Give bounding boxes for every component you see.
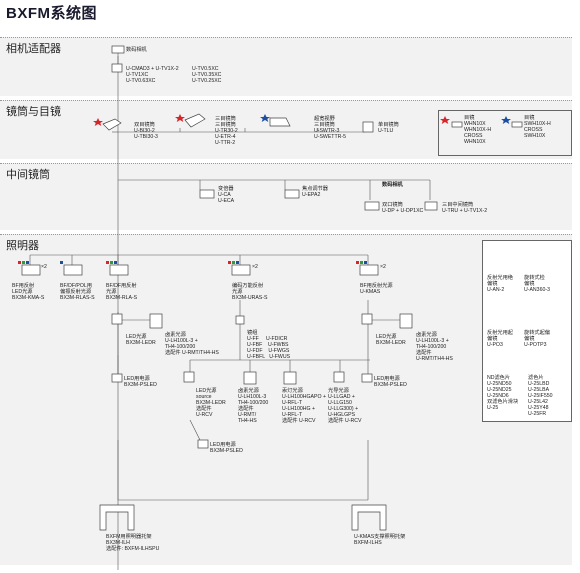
digital-camera-label: 数码相机 xyxy=(126,47,147,53)
holder-left-label: BXFM用照明器托架 BX3M-ILH 选配件: BXFM-ILHSPU xyxy=(106,534,160,552)
halogen-left-label: 卤素光源 U-LH100L-3 + TH4-100/200 选配件 U-RMT/… xyxy=(165,332,219,356)
trinocular-tube-label: 三目镜筒 三目镜筒 U-TR30-2 U-ETR-4 U-TTR-2 xyxy=(215,116,238,146)
bf-km-label: BF用反射光源 U-KMAS xyxy=(360,283,393,295)
reflect-analyzer-label: 反射光用绝 偏镜 U-AN-2 xyxy=(487,275,513,293)
universal-reflect-label: 编码万能反射 光源 BX3M-URAS-S xyxy=(232,283,268,301)
single-tube-label: 单目镜筒 U-TLU xyxy=(378,122,399,134)
bf-df-pol-label: BF/DF/POL用 偏振反射光源 BX3M-RLAS-S xyxy=(60,283,95,301)
bf-reflect-led-label: BF用反射 LED光源 BX3M-KMA-S xyxy=(12,283,45,301)
bf-df-label: BF/DF用反射 光源 BX3M-RLA-S xyxy=(106,283,138,301)
camera-adapter-list-2: U-TV0.5XC U-TV0.35XC U-TV0.25XC xyxy=(192,66,222,84)
intermediate-digital-camera-label: 数码相机 xyxy=(382,182,403,188)
eyepiece-label-1: 目镜 WHN10X WHN10X-H CROSS WHN10X xyxy=(464,115,492,145)
dual-port-tube-label: 双口镜筒 U-DP + U-DP1XC xyxy=(382,202,424,214)
intermediate-tube-title: 中间镜筒 xyxy=(6,169,50,181)
filter-legend xyxy=(482,240,572,422)
camera-adapter-list-1: U-CMAD3 + U-TV1X-2 U-TV1XC U-TV0.63XC xyxy=(126,66,179,84)
tube-eyepiece-band xyxy=(0,100,572,159)
eyepiece-box xyxy=(438,110,572,156)
led-left-label: LED光源 BX3M-LEDR xyxy=(126,334,156,346)
filter-cubes-label: 镜组 U-FF U-FDICR U-FBF U-FWBS U-FDF U-FWG… xyxy=(247,330,291,360)
x2-badge-1: ×2 xyxy=(41,264,47,270)
camera-adapter-band xyxy=(0,37,572,96)
fiber-light-label: 光导光源 U-LLGAD + U-LLG150 U-LLG300) + U-HG… xyxy=(328,388,362,424)
wide-trinocular-tube-label: 超宽视野 三目镜筒 U-SWTR-3 U-SWETTR-5 xyxy=(314,116,346,140)
psled-mid-label: LED用电源 BX3M-PSLED xyxy=(210,442,243,454)
magnifier-label: 变倍器 U-CA U-ECA xyxy=(218,186,235,204)
camera-adapter-title: 相机适配器 xyxy=(6,43,61,55)
x2-badge-3: ×2 xyxy=(380,264,386,270)
led-right-label: LED光源 BX3M-LEDR xyxy=(376,334,406,346)
illuminator-band xyxy=(0,234,572,565)
eyepiece-label-2: 目镜 SWH10X-H CROSS SWH10X xyxy=(524,115,551,139)
reflect-polarizer-label: 反射光用起 偏镜 U-PO3 xyxy=(487,330,513,348)
binocular-tube-label: 双目镜筒 U-BI30-2 U-TBI30-3 xyxy=(134,122,158,140)
halogen-right-label: 卤素光源 U-LH100L-3 + TH4-100/200 选配件 U-RMT/… xyxy=(416,332,453,362)
page-title: BXFM系统图 xyxy=(6,5,97,22)
illuminator-title: 照明器 xyxy=(6,240,39,252)
triple-intermediate-tube-label: 三目中间镜筒 U-TRU + U-TV1X-2 xyxy=(442,202,488,214)
psled-left-label: LED用电源 BX3M-PSLED xyxy=(124,376,157,388)
x2-badge-2: ×2 xyxy=(252,264,258,270)
halogen-mid-label: 卤素光源 U-LH100L-3 TH4-100/200 选配件 U-RMT/ T… xyxy=(238,388,269,424)
rotating-polarizer-label: 旋转式起偏 偏镜 U-POTP3 xyxy=(524,330,550,348)
color-filter-list: 滤色片 U-25LBD U-25LBA U-25IF550 U-25L42 U-… xyxy=(528,375,553,417)
psled-right-label: LED用电源 BX3M-PSLED xyxy=(374,376,407,388)
led-source-label: LED光源 source BX3M-LEDR 选配件 U-RCV xyxy=(196,388,226,418)
focus-adjuster-label: 焦点调节器 U-EPA2 xyxy=(302,186,328,198)
rotating-analyzer-label: 旋转式检 偏镜 U-AN360-3 xyxy=(524,275,550,293)
mercury-lamp-label: 汞灯光源 U-LH100HGAPO + U-RFL-T U-LH100HG + … xyxy=(282,388,326,424)
holder-right-label: U-KMAS支撑照明托架 BXFM-ILHS xyxy=(354,534,406,546)
tube-eyepiece-title: 镜筒与目镜 xyxy=(6,106,61,118)
nd-filter-list: ND滤色片 U-25ND50 U-25ND25 U-25ND6 双滤色片滑块 U… xyxy=(487,375,519,411)
